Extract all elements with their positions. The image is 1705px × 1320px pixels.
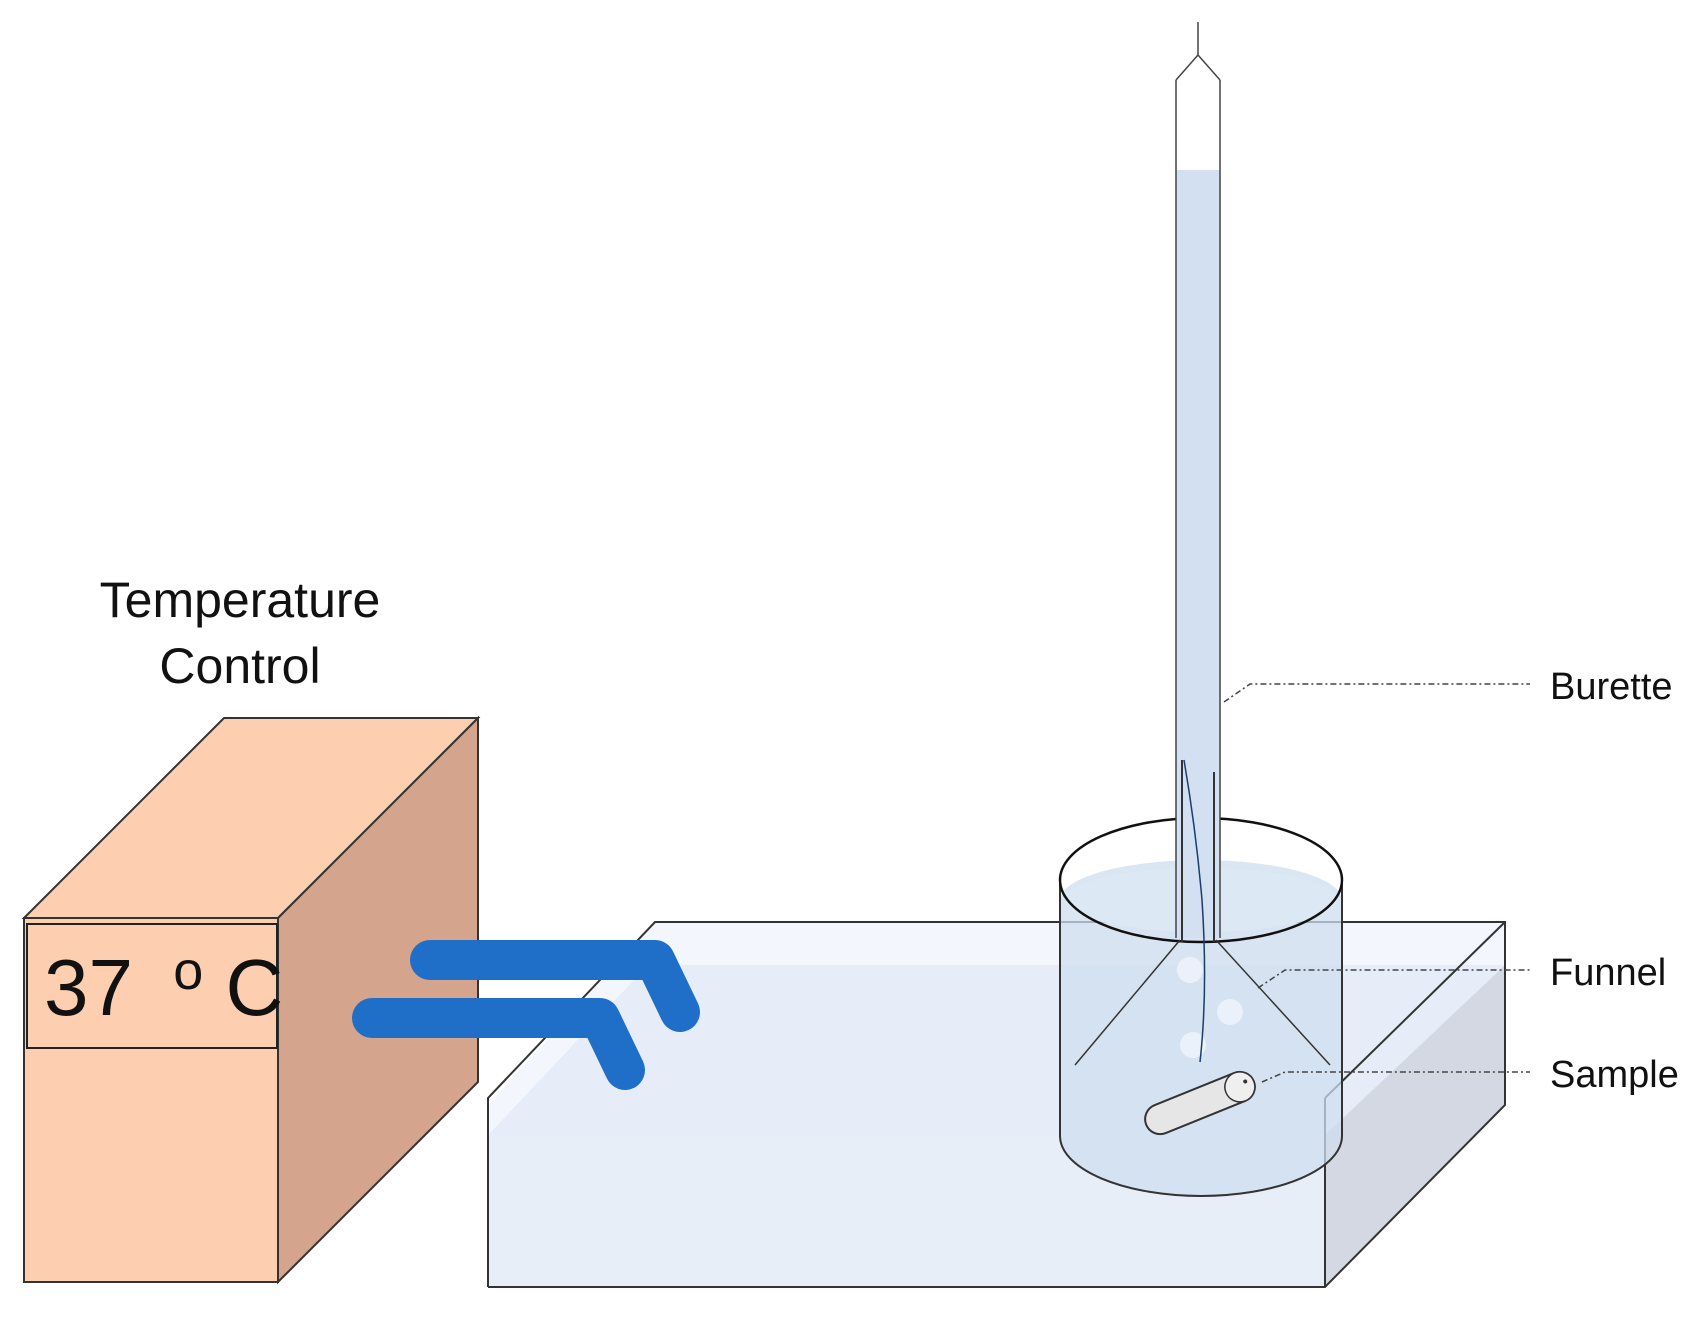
lower-hose [352, 998, 645, 1090]
burette-callout-line [1223, 683, 1530, 703]
funnel-left-edge [1074, 939, 1181, 1066]
burette-label: Burette [1550, 666, 1673, 708]
sample-cylinder-icon [1144, 1070, 1256, 1136]
beaker-water [1060, 860, 1342, 1196]
air-bubble [1180, 1032, 1206, 1058]
temperature-display-value: 37 o C [44, 917, 283, 1032]
water-bath-top-edge [1324, 921, 1506, 1099]
sample-end-cap [1224, 1071, 1256, 1103]
water-bath-back-panel [488, 922, 1505, 1135]
temperature-display [26, 923, 278, 1049]
air-bubble [1177, 957, 1203, 983]
upper-hose [410, 940, 700, 1032]
air-bubble [1217, 999, 1243, 1025]
water-hose-icon [352, 940, 700, 1090]
funnel-icon [1074, 939, 1331, 1066]
burette-tip [1175, 53, 1221, 81]
burette-icon [1175, 22, 1221, 1063]
temperature-control-title-line2: Control [159, 638, 320, 694]
water-bath-side-face [1325, 965, 1505, 1287]
sample-point [1243, 1079, 1248, 1084]
burette-liquid [1176, 170, 1220, 938]
sample-thread [1183, 759, 1206, 1063]
funnel-label: Funnel [1550, 952, 1666, 994]
air-bubble-icon [1177, 957, 1243, 1058]
temperature-control-title-line1: Temperature [100, 572, 381, 628]
funnel-right-edge [1215, 939, 1331, 1066]
beaker-wall [1059, 880, 1343, 1197]
sample-label: Sample [1550, 1054, 1679, 1096]
funnel-callout-line [1257, 969, 1530, 989]
